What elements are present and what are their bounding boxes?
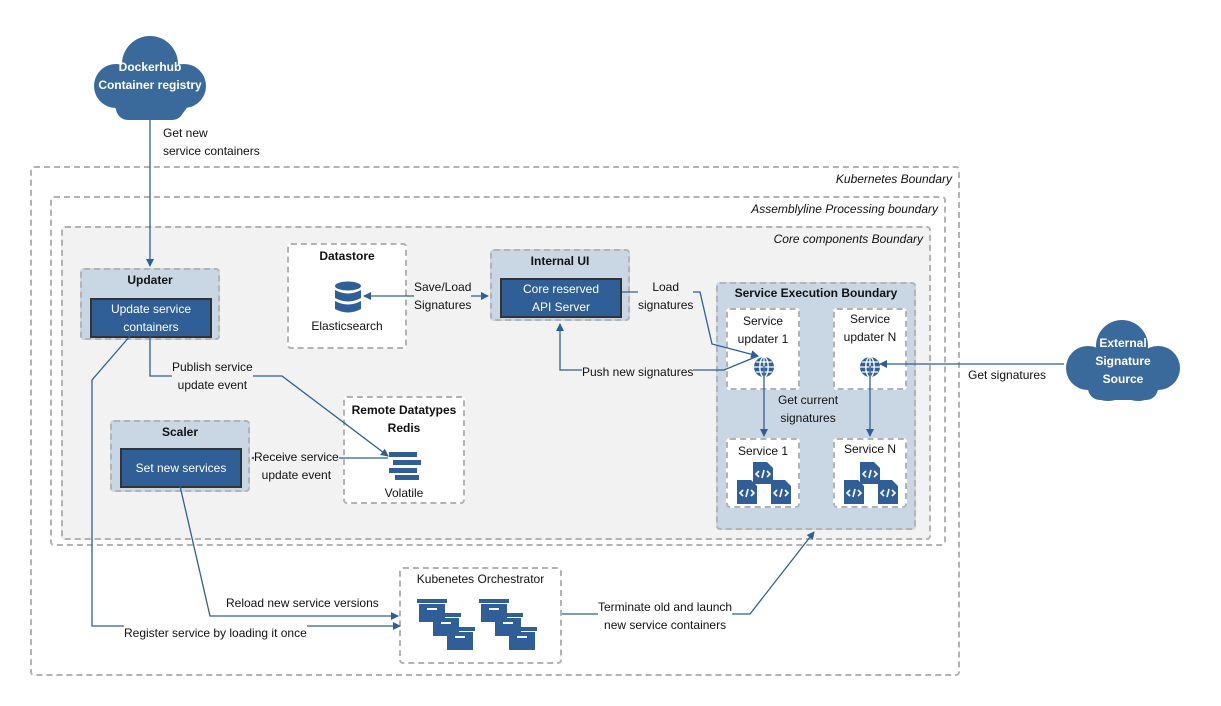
get-current-line1: Get current (778, 393, 839, 407)
label-register: Register service by loading it once (124, 624, 307, 642)
dockerhub-cloud: Dockerhub Container registry (90, 34, 210, 124)
kubernetes-boundary: Kubernetes Boundary (30, 166, 960, 676)
scaler-group: Scaler Set new services (110, 420, 250, 492)
load-sigs-line2: signatures (638, 298, 694, 312)
external-signature-cloud: External Signature Source (1064, 318, 1182, 404)
datastore-box: Datastore Elasticsearch (287, 243, 407, 349)
dockerhub-line1: Dockerhub (118, 60, 182, 74)
api-button-line2: API Server (531, 300, 591, 314)
code-files-icon (844, 462, 898, 504)
save-load-line1: Save/Load (414, 280, 472, 294)
receive-line2: update event (261, 468, 332, 482)
receive-line1: Receive service (254, 450, 339, 464)
service-1-box: Service 1 (726, 438, 800, 508)
remote-datatypes-box: Remote Datatypes Redis Volatile (343, 396, 465, 504)
label-load-signatures: Load signatures (638, 278, 694, 314)
assemblyline-boundary-label: Assemblyline Processing boundary (751, 202, 938, 216)
save-load-line2: Signatures (414, 298, 472, 312)
update-service-containers-button[interactable]: Update service containers (90, 298, 212, 338)
service-updater-1-line1: Service (742, 314, 783, 328)
code-files-icon (737, 462, 791, 504)
service-updater-n-line2: updater N (843, 330, 897, 344)
label-save-load: Save/Load Signatures (414, 278, 472, 314)
get-current-line2: signatures (780, 411, 836, 425)
external-line3: Source (1102, 372, 1144, 386)
volatile-caption: Volatile (384, 486, 424, 500)
label-reload: Reload new service versions (226, 594, 379, 612)
load-sigs-line1: Load (652, 280, 680, 294)
label-receive: Receive service update event (254, 448, 339, 484)
publish-line1: Publish service (172, 360, 253, 374)
label-get-signatures: Get signatures (968, 366, 1047, 384)
update-button-line1: Update service (110, 302, 192, 316)
service-execution-title: Service Execution Boundary (734, 286, 898, 300)
redis-title: Redis (387, 421, 421, 435)
set-new-services-label: Set new services (135, 461, 227, 475)
service-1-label: Service 1 (737, 444, 789, 458)
external-line1: External (1099, 336, 1147, 350)
containers-icon (417, 599, 537, 650)
publish-line2: update event (177, 378, 248, 392)
internal-ui-title: Internal UI (530, 254, 590, 268)
label-push-new-signatures: Push new signatures (582, 363, 694, 381)
cloud-icon (1066, 320, 1180, 401)
service-n-label: Service N (843, 442, 896, 456)
dockerhub-line2: Container registry (98, 78, 202, 92)
service-n-box: Service N (833, 438, 907, 508)
assemblyline-boundary: Assemblyline Processing boundary (50, 196, 946, 546)
api-button-line1: Core reserved (522, 282, 600, 296)
core-components-boundary-label: Core components Boundary (773, 232, 923, 246)
label-publish: Publish service update event (172, 358, 253, 394)
update-button-line2: containers (123, 320, 179, 334)
external-line2: Signature (1095, 354, 1151, 368)
label-terminate: Terminate old and launch new service con… (598, 598, 733, 634)
scaler-title: Scaler (161, 425, 199, 439)
terminate-line2: new service containers (604, 618, 727, 632)
edge-publish (149, 336, 389, 457)
service-updater-1-line2: updater 1 (737, 332, 789, 346)
label-get-new-containers: Get new service containers (163, 124, 260, 160)
database-icon (335, 281, 361, 313)
cloud-icon (94, 36, 206, 120)
core-api-server-button[interactable]: Core reserved API Server (500, 278, 622, 318)
datastore-title: Datastore (319, 249, 375, 263)
get-new-line1: Get new (163, 126, 208, 140)
set-new-services-button[interactable]: Set new services (120, 448, 242, 488)
kubernetes-boundary-label: Kubernetes Boundary (835, 172, 952, 186)
get-new-line2: service containers (163, 144, 260, 158)
elasticsearch-caption: Elasticsearch (311, 319, 383, 333)
remote-datatypes-title: Remote Datatypes (351, 403, 457, 417)
updater-title: Updater (127, 273, 173, 287)
service-updater-n-line1: Service (849, 312, 890, 326)
label-get-current: Get current signatures (778, 391, 838, 427)
terminate-line1: Terminate old and launch (598, 600, 733, 614)
orchestrator-box: Kubenetes Orchestrator (399, 567, 562, 664)
edge-reload (179, 485, 399, 620)
orchestrator-title: Kubenetes Orchestrator (416, 572, 545, 586)
queue-icon (389, 452, 421, 480)
internal-ui-group: Internal UI Core reserved API Server (490, 249, 630, 321)
service-updater-1-box: Service updater 1 (726, 308, 800, 390)
